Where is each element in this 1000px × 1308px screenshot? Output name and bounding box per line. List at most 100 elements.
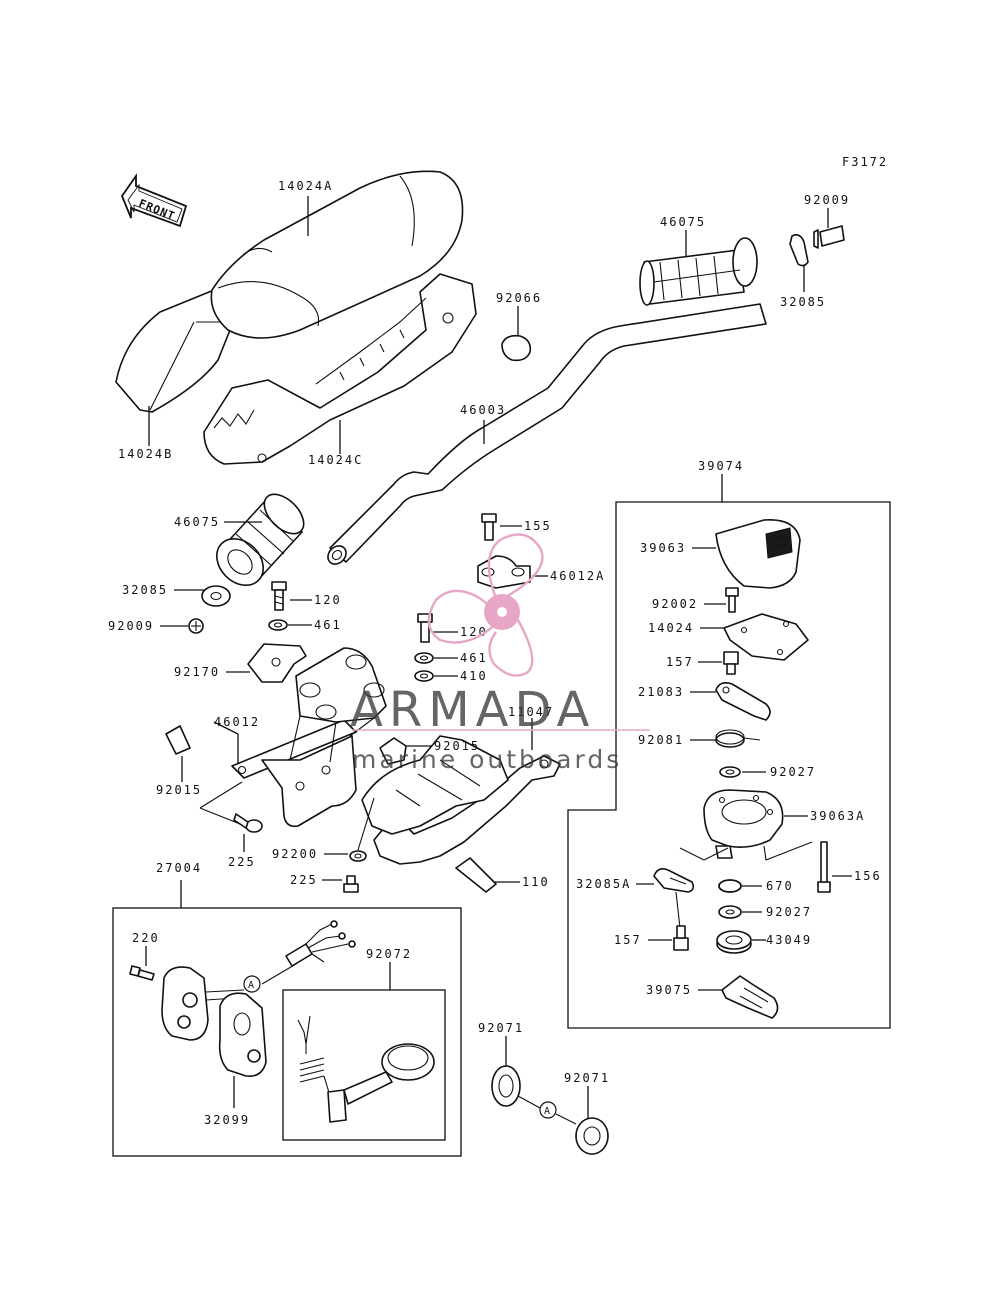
label-screw-92002: 92002	[652, 597, 698, 611]
label-case-32099: 32099	[204, 1113, 250, 1127]
seat-assembly	[115, 170, 532, 465]
label-spring-92081: 92081	[638, 733, 684, 747]
label-clip-92015-b: 92015	[434, 739, 480, 753]
lever-21083	[715, 682, 771, 721]
label-switch-assy: 27004	[156, 861, 202, 875]
label-bolt-225-a: 225	[228, 855, 256, 869]
seat-cushion	[210, 170, 464, 339]
weight-left	[201, 585, 231, 607]
ref-circle-a-2	[539, 1101, 557, 1119]
label-seat-side-c: 14024C	[308, 453, 363, 467]
seal-43049	[716, 930, 752, 954]
washer-410	[414, 670, 434, 682]
label-bolt-225-b: 225	[290, 873, 318, 887]
ref-label-a-2: A	[544, 1106, 550, 1117]
weight-right	[789, 234, 809, 267]
bracket-92170	[247, 643, 307, 683]
switch-assy-box	[112, 907, 462, 1157]
watermark-brand: ARMADA	[350, 682, 595, 738]
lever-39075	[721, 975, 779, 1019]
seat-side-frame-c	[203, 273, 477, 465]
grip-right	[639, 237, 758, 306]
label-seat-main: 14024A	[278, 179, 333, 193]
spring-92081	[715, 729, 761, 748]
cover-14024	[723, 613, 809, 661]
label-washer-461-a: 461	[314, 618, 342, 632]
case-39063a	[703, 789, 784, 859]
bolt-156	[817, 841, 831, 893]
clip-92015-a	[165, 725, 191, 755]
label-weight-right: 32085	[780, 295, 826, 309]
label-clamp-92072: 92072	[366, 947, 412, 961]
bolt-157-a	[723, 651, 739, 675]
switch-case	[161, 966, 245, 1041]
wire-harness	[261, 920, 356, 985]
label-grommet-92071-a: 92071	[478, 1021, 524, 1035]
label-cover-14024: 14024	[648, 621, 694, 635]
label-seat-side-b: 14024B	[118, 447, 173, 461]
clamp-92072	[297, 1015, 435, 1123]
grommet-92071-b	[575, 1117, 609, 1155]
bolt-225-b	[343, 875, 359, 893]
label-case-39063a: 39063A	[810, 809, 865, 823]
bracket-11047	[361, 735, 561, 893]
grip-left	[216, 493, 305, 586]
washer-461-b	[414, 652, 434, 664]
screw-92002	[725, 587, 739, 613]
clamp-box	[282, 989, 446, 1141]
handlebar	[329, 303, 767, 563]
screw-left	[188, 618, 204, 634]
label-bracket-92170: 92170	[174, 665, 220, 679]
clip-92015-b	[379, 737, 407, 765]
label-handlebar: 46003	[460, 403, 506, 417]
ring-670	[718, 879, 742, 893]
label-ring-670: 670	[766, 879, 794, 893]
label-throttle-assy: 39074	[698, 459, 744, 473]
ref-label-a-1: A	[248, 980, 254, 991]
cap-92066	[501, 334, 532, 362]
watermark: ARMADA marine outboards	[350, 533, 650, 774]
label-cap-92066: 92066	[496, 291, 542, 305]
screw-220	[129, 965, 155, 981]
label-washer-461-b: 461	[460, 651, 488, 665]
label-grip-right: 46075	[660, 215, 706, 229]
label-bolt-120-a: 120	[314, 593, 342, 607]
label-holder-46012: 46012	[214, 715, 260, 729]
label-weight-left: 32085	[122, 583, 168, 597]
grommet-92071-a	[491, 1065, 521, 1107]
ref-circle-a-1	[243, 975, 261, 993]
holder-46012	[231, 647, 387, 828]
label-lever-21083: 21083	[638, 685, 684, 699]
label-lever-39075: 39075	[646, 983, 692, 997]
watermark-tagline: marine outboards	[352, 745, 622, 774]
washer-92027-b	[718, 905, 742, 919]
plate-32085a	[653, 868, 695, 893]
label-bolt-156: 156	[854, 869, 882, 883]
throttle-assy-box	[567, 501, 891, 1029]
propeller-logo	[427, 533, 544, 677]
label-bolt-157-a: 157	[666, 655, 694, 669]
label-plate-32085a: 32085A	[576, 877, 631, 891]
throttle-case-39063	[715, 519, 801, 589]
label-clip-92015-a: 92015	[156, 783, 202, 797]
label-screw-220: 220	[132, 931, 160, 945]
label-bolt-157-b: 157	[614, 933, 642, 947]
bolt-225-a	[233, 813, 263, 833]
label-bolt-120-b: 120	[460, 625, 488, 639]
label-screw-left: 92009	[108, 619, 154, 633]
label-washer-92027-a: 92027	[770, 765, 816, 779]
label-holder-46012a: 46012A	[550, 569, 605, 583]
figure-code: F3172	[842, 155, 888, 169]
label-grommet-92200: 92200	[272, 847, 318, 861]
label-screw-right: 92009	[804, 193, 850, 207]
label-case-39063: 39063	[640, 541, 686, 555]
label-bolt-110: 110	[522, 875, 550, 889]
washer-92027-a	[719, 766, 741, 778]
label-seal-43049: 43049	[766, 933, 812, 947]
label-washer-410: 410	[460, 669, 488, 683]
grommet-92200	[349, 850, 367, 862]
holder-46012a	[477, 555, 531, 589]
switch-case-32099	[218, 992, 267, 1078]
bolt-155	[481, 513, 497, 541]
